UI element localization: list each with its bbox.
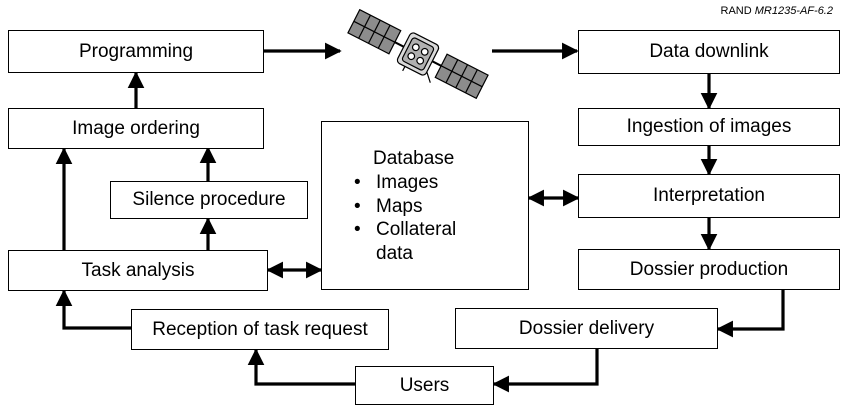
arrow-delivery-to-users (492, 349, 599, 393)
database-item-images: Images (352, 171, 466, 195)
credit-org: RAND (720, 5, 752, 17)
task-analysis-box: Task analysis (8, 250, 268, 291)
credit-id: MR1235-AF-6.2 (754, 5, 833, 17)
database-title: Database (373, 148, 455, 169)
arrow-users-to-reception (247, 348, 355, 386)
data-downlink-box: Data downlink (578, 30, 840, 74)
dossier-production-box: Dossier production (578, 249, 840, 290)
ingestion-of-images-box: Ingestion of images (578, 108, 840, 146)
figure-credit: RAND MR1235-AF-6.2 (721, 5, 834, 17)
arrow-reception-to-task-analysis (55, 289, 131, 330)
interpretation-box: Interpretation (578, 174, 840, 218)
users-box: Users (355, 366, 494, 405)
arrow-production-to-delivery (716, 290, 785, 338)
programming-box: Programming (8, 30, 264, 73)
dossier-delivery-box: Dossier delivery (455, 308, 718, 349)
database-item-maps: Maps (352, 195, 466, 219)
database-box: Database Images Maps Collateral data (321, 121, 529, 290)
database-list: Images Maps Collateral data (352, 171, 466, 265)
database-item-collateral-data: Collateral data (352, 218, 466, 265)
reception-of-task-request-box: Reception of task request (131, 309, 389, 350)
image-ordering-box: Image ordering (8, 108, 264, 149)
satellite-icon (347, 8, 489, 100)
silence-procedure-box: Silence procedure (110, 181, 308, 219)
